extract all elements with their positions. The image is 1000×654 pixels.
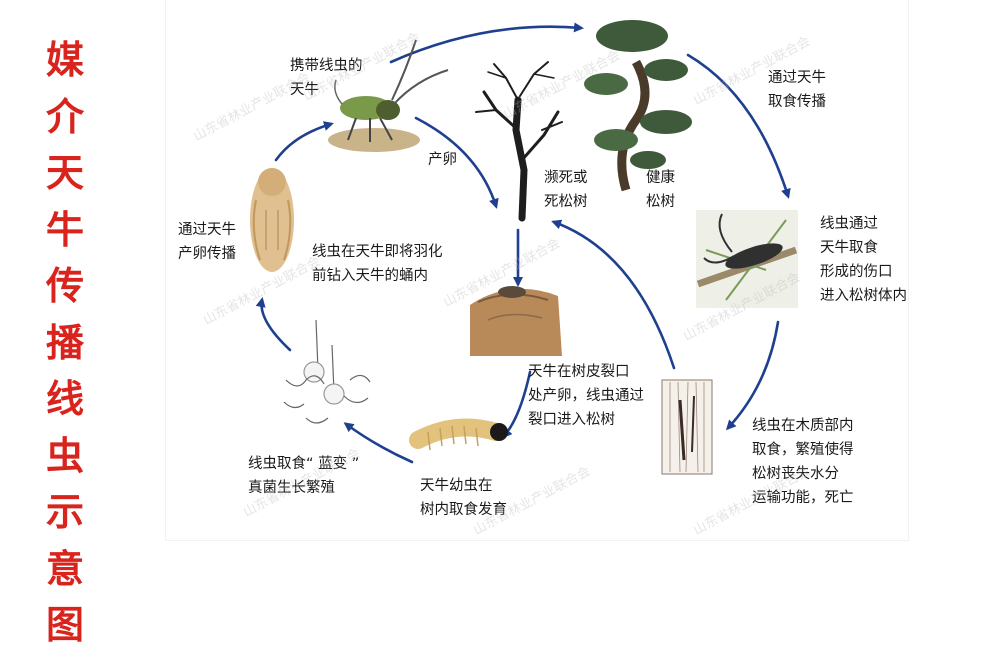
label-fungus: 线虫取食“ 蓝变 ” 真菌生长繁殖 — [248, 456, 360, 496]
xylem-section-icon — [661, 379, 713, 475]
label-pupa-entry: 线虫在天牛即将羽化 前钻入天牛的蛹内 — [312, 244, 443, 284]
arrow-healthy-pine-to-wound — [686, 53, 791, 199]
arrow-larva-to-fungus — [343, 422, 414, 464]
title-char: 传 — [45, 263, 84, 308]
label-feeding-spread: 通过天牛 取食传播 — [768, 70, 826, 110]
cycle-diagram — [250, 20, 798, 475]
label-xylem-feeding: 线虫在木质部内 取食，繁殖使得 松树丧失水分 运输功能，死亡 — [752, 418, 854, 506]
beetle-larva-icon — [409, 418, 508, 451]
label-larva-feeding: 天牛幼虫在 树内取食发育 — [420, 478, 507, 518]
title-char: 意 — [45, 545, 84, 591]
title-char: 图 — [45, 602, 84, 647]
arrow-beetle-to-healthy-pine — [389, 22, 584, 64]
arrow-bark-to-larva — [502, 370, 532, 439]
arrow-pupa-to-beetle — [274, 121, 334, 162]
title-char: 牛 — [45, 206, 84, 252]
healthy-pine-icon — [584, 20, 692, 192]
title-char: 媒 — [45, 37, 84, 82]
label-lay-eggs: 产卵 — [428, 152, 457, 168]
label-oviposition-spread: 通过天牛 产卵传播 — [178, 222, 236, 262]
title-char: 示 — [45, 489, 84, 534]
beetle-pupa-icon — [250, 168, 294, 272]
label-enter-wound: 线虫通过 天牛取食 形成的伤口 进入松树体内 — [820, 216, 907, 304]
arrow-wound-to-xylem — [725, 320, 780, 431]
vertical-title: 媒 介 天 牛 传 播 线 虫 示 意 图 — [40, 32, 90, 654]
arrow-beetle-lay-eggs — [414, 116, 499, 209]
beetle-on-twig-icon — [696, 210, 798, 308]
label-healthy-pine: 健康 松树 — [646, 170, 675, 210]
title-char: 播 — [45, 319, 84, 365]
label-beetle-with-nematode: 携带线虫的 天牛 — [290, 58, 363, 98]
blue-stain-fungus-icon — [283, 319, 371, 424]
arrow-fungus-to-pupa — [255, 297, 292, 352]
title-char: 线 — [45, 376, 84, 421]
longhorn-beetle-icon — [328, 39, 449, 152]
title-char: 虫 — [45, 432, 84, 478]
title-char: 天 — [45, 150, 84, 195]
title-char: 介 — [45, 93, 84, 139]
tree-stump-icon — [470, 286, 562, 356]
arrow-xylem-to-dying-pine — [551, 219, 676, 370]
dying-pine-icon — [475, 61, 563, 222]
label-bark-crack: 天牛在树皮裂口 处产卵，线虫通过 裂口进入松树 — [528, 364, 644, 428]
label-dying-pine: 濒死或 死松树 — [544, 170, 588, 210]
cycle-diagram-panel: 携带线虫的 天牛 产卵 濒死或 死松树 健康 松树 通过天牛 取食传播 线虫通过… — [166, 0, 908, 540]
